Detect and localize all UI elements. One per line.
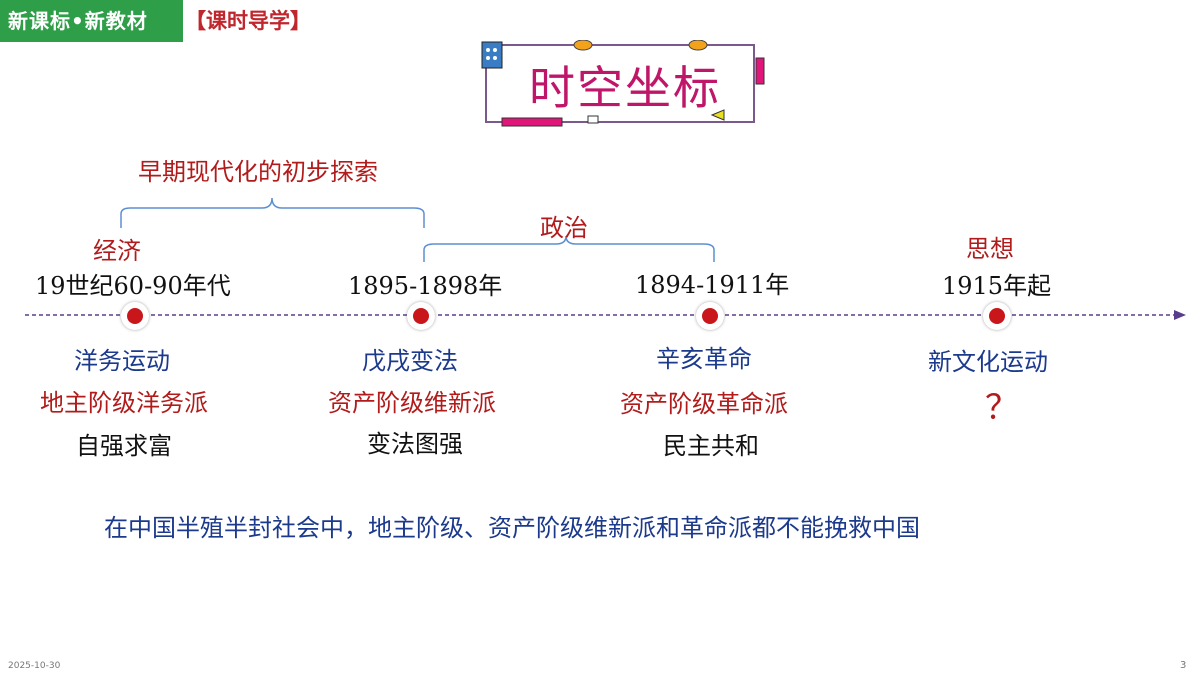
event-class: 地主阶级洋务派 [40,389,208,417]
badge-new-curriculum: 新课标•新教材 [0,0,183,42]
event-goal: 民主共和 [663,432,759,460]
badge-section: 【课时导学】 [185,9,311,33]
bracket-modernization [120,197,425,228]
event-name: 辛亥革命 [656,345,752,373]
page-title: 时空坐标 [529,61,721,115]
event-class: 资产阶级革命派 [620,390,788,418]
event-category: 经济 [93,237,141,265]
group-label-modernization: 早期现代化的初步探索 [138,158,378,186]
milestone-icon [983,302,1011,330]
group-label-politics: 政治 [540,214,588,242]
title-frame [481,40,765,127]
event-name: 洋务运动 [74,347,170,375]
event-period: 19世纪60-90年代 [35,272,231,300]
event-goal: 变法图强 [367,430,463,458]
timeline-axis [25,310,1186,320]
milestone-icon [407,302,435,330]
milestone-icon [121,302,149,330]
milestone-icon [696,302,724,330]
page-number: 3 [1180,660,1187,671]
event-class: 资产阶级维新派 [328,389,496,417]
question-mark: ？ [985,388,1019,428]
event-period: 1895-1898年 [348,272,503,300]
event-name: 戊戌变法 [362,347,458,375]
event-category: 思想 [966,235,1014,263]
event-name: 新文化运动 [928,348,1048,376]
event-goal: 自强求富 [76,432,172,460]
conclusion-text: 在中国半殖半封社会中，地主阶级、资产阶级维新派和革命派都不能挽救中国 [104,514,920,542]
footer-date: 2025-10-30 [8,661,61,671]
event-period: 1915年起 [942,272,1052,300]
event-period: 1894-1911年 [635,271,790,299]
